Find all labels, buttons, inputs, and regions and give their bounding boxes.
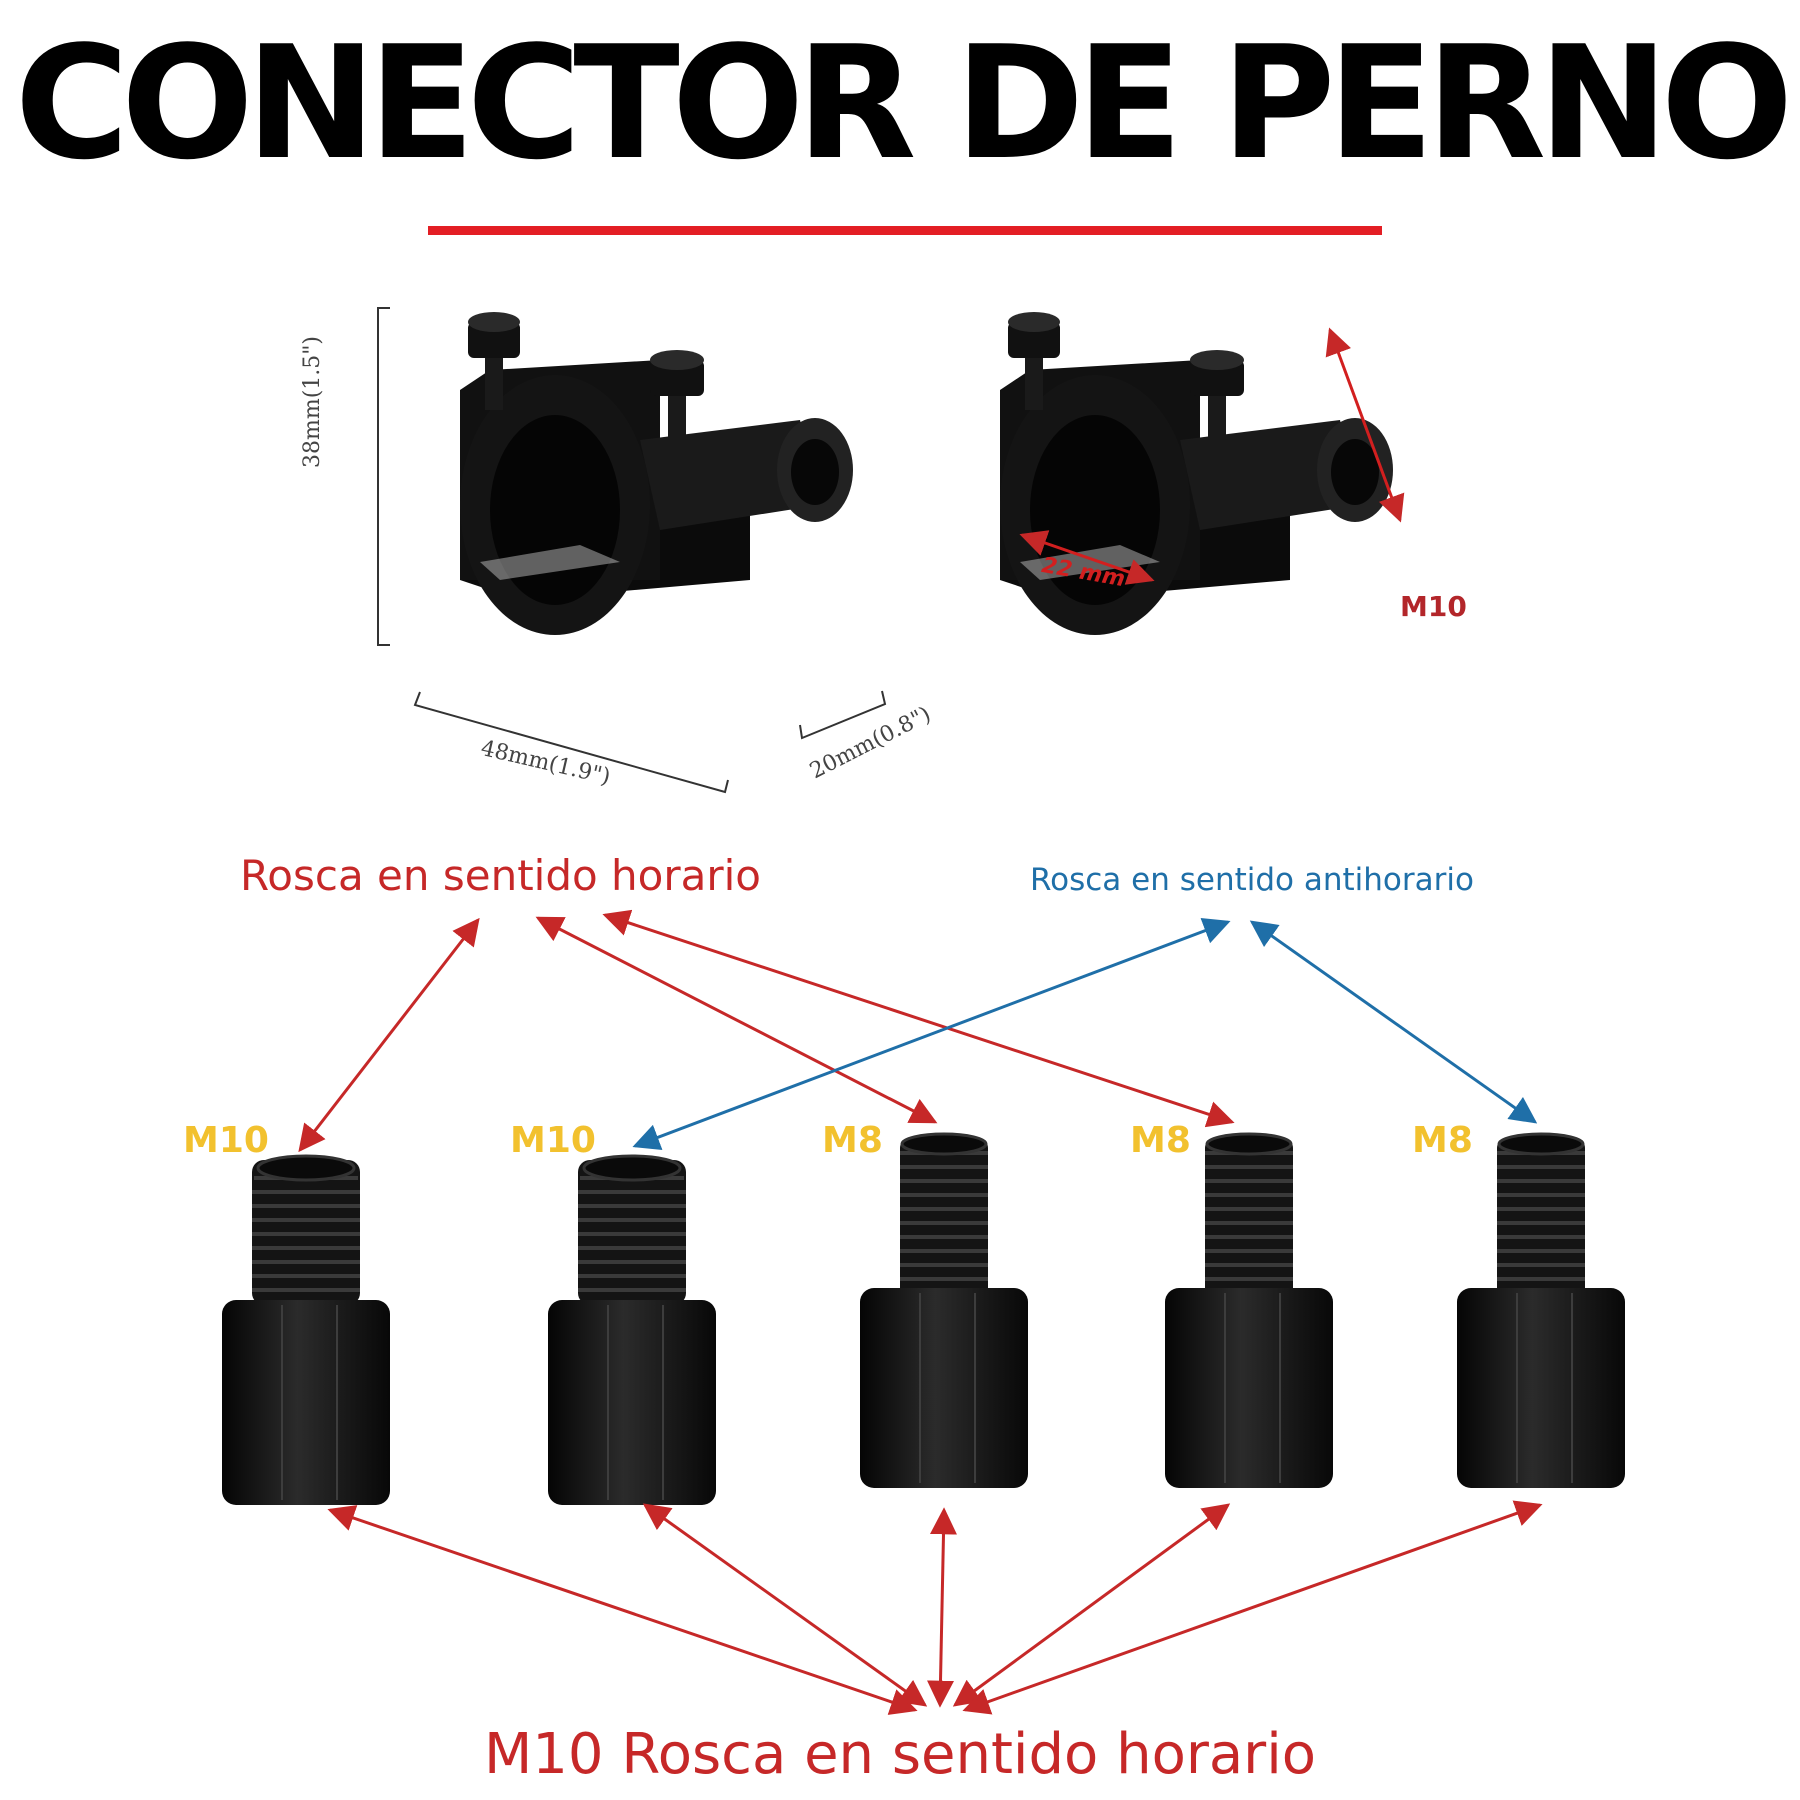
thread-adapter-icon [1455,1132,1627,1490]
clockwise-label: Rosca en sentido horario [240,851,762,900]
handlebar-clamp-icon [1000,312,1405,635]
height-dimension: 38mm(1.5") [300,336,325,468]
double-arrow-icon [327,1500,1543,1715]
page-title: CONECTOR DE PERNO [14,12,1794,194]
adapter-size-label: M8 [822,1120,883,1161]
adapter-size-label: M8 [1130,1120,1191,1161]
adapter-size-label: M10 [183,1120,269,1161]
bottom-thread-label: M10 Rosca en sentido horario [483,1722,1317,1787]
thread-adapter-icon [1163,1132,1335,1490]
dimension-lines [377,307,887,794]
double-arrow-icon [632,917,1538,1151]
title-underline [428,226,1382,235]
adapter-size-label: M8 [1412,1120,1473,1161]
thread-adapter-icon [858,1132,1030,1490]
handlebar-clamp-icon [460,312,853,635]
thread-adapter-icon [546,1154,718,1507]
counterclockwise-label: Rosca en sentido antihorario [1030,862,1474,898]
double-arrow-icon [298,909,1235,1153]
thread-adapter-icon [220,1154,392,1507]
adapter-size-label: M10 [510,1120,596,1161]
thread-dimension: M10 [1400,590,1467,623]
